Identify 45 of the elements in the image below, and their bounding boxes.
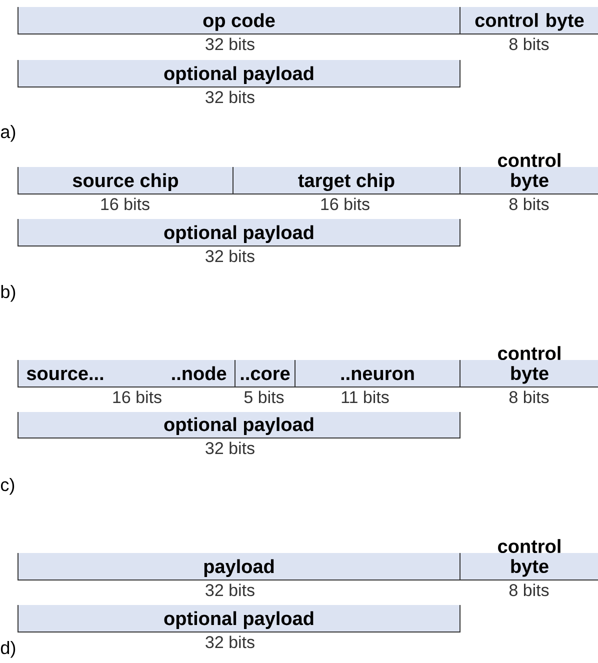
field-box: optional payload [18, 604, 460, 632]
panel-label: c) [0, 478, 14, 495]
bit-width-label: 16 bits [113, 390, 162, 404]
field-box: optional payload [18, 60, 460, 88]
bit-width-label: 8 bits [509, 584, 549, 596]
node-label: byte [511, 366, 548, 384]
field-box: control byte [460, 539, 598, 580]
bit-width-label: 11 bits [342, 390, 389, 404]
field-box: control byte [460, 346, 598, 388]
bit-width-label: 5 bits [244, 390, 284, 404]
bit-width-label: 8 bits [509, 38, 549, 50]
node-label: control [498, 346, 560, 360]
node-label: op code [203, 13, 275, 31]
field-box: source chip [18, 166, 234, 194]
bit-width-label: 32 bits [206, 38, 254, 50]
node-label: source... [26, 370, 104, 380]
node-label: payload [204, 559, 274, 577]
bit-width-label: 8 bits [509, 390, 549, 404]
field-box: optional payload [18, 218, 460, 246]
bit-width-label: 32 bits [206, 636, 254, 648]
field-box: target chip [232, 166, 460, 194]
bit-width-label: 16 bits [321, 198, 370, 210]
panel-label: d) [0, 640, 16, 658]
node-label: byte [511, 173, 548, 191]
node-label: ..node [172, 366, 226, 380]
node-label: control [498, 153, 560, 168]
bit-width-label: 32 bits [206, 90, 254, 104]
field-box: ..core [234, 360, 296, 388]
panel-label: a) [0, 124, 16, 142]
panel-label: b) [1, 284, 16, 302]
node-label: control byte [475, 13, 584, 31]
bit-width-label: 32 bits [206, 584, 254, 596]
bit-width-label: 32 bits [206, 250, 254, 262]
node-label: control [498, 539, 560, 554]
field-box: control byte [460, 153, 598, 194]
field-box: optional payload [18, 412, 460, 438]
node-label: byte [511, 559, 548, 577]
node-label: ..core [240, 370, 290, 380]
bit-width-label: 8 bits [509, 198, 549, 210]
bit-width-label: 32 bits [206, 442, 254, 454]
node-label: ..neuron [341, 370, 414, 380]
node-label: target chip [298, 173, 394, 192]
node-label: source chip [72, 173, 178, 191]
bit-width-label: 16 bits [101, 198, 150, 210]
field-box: control byte [460, 6, 598, 34]
